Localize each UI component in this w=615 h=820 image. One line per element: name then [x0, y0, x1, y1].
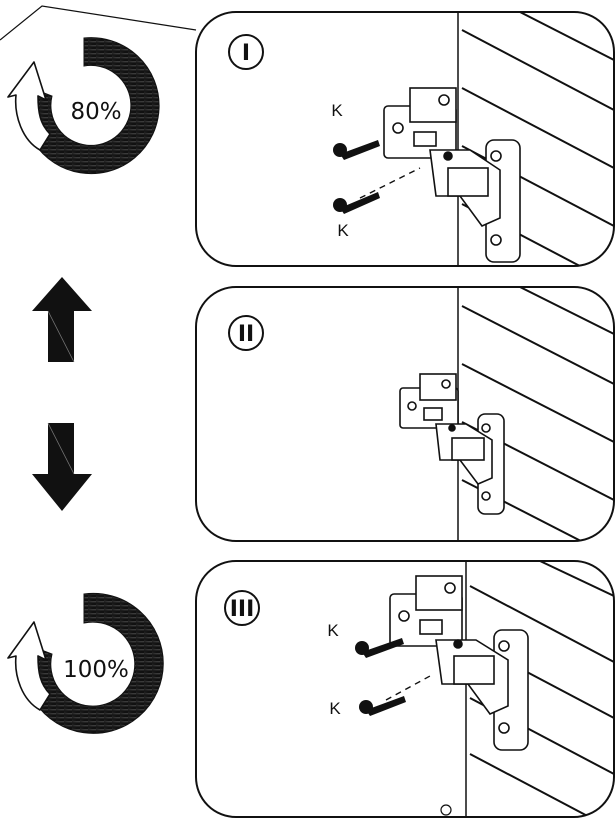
screw-label: K [327, 621, 339, 640]
screw-label: K [329, 699, 341, 718]
rotate-arrow-icon [7, 61, 51, 151]
step-number-label: I [242, 41, 250, 66]
step-number-badge [228, 315, 264, 351]
screw-icon [333, 192, 380, 214]
screw-label: K [337, 221, 349, 240]
adjustment-dial-80: 80% [7, 37, 160, 175]
adjustment-dial-100: 100% [7, 592, 164, 734]
dial-percent-label: 100% [63, 657, 129, 683]
screw-icon [355, 638, 404, 658]
screw-label: K [331, 101, 343, 120]
step-panel-3: III K K [195, 560, 615, 818]
hinge [383, 87, 521, 263]
rotate-arrow-icon [7, 621, 51, 711]
step-number-badge [228, 34, 264, 70]
screw-icon [333, 140, 380, 160]
step-panel-2: II [195, 286, 615, 542]
step-number-badge [224, 590, 260, 626]
step-panel-1: I K K [195, 11, 615, 267]
arrow-up-icon [32, 277, 92, 363]
screw-icon [359, 696, 406, 716]
step-number-label: II [238, 322, 254, 347]
step-number-label: III [230, 597, 255, 622]
hinge [399, 373, 505, 515]
leader-line [0, 5, 197, 41]
dial-percent-label: 80% [70, 99, 121, 125]
hinge [389, 575, 529, 751]
arrow-down-icon [32, 422, 92, 511]
